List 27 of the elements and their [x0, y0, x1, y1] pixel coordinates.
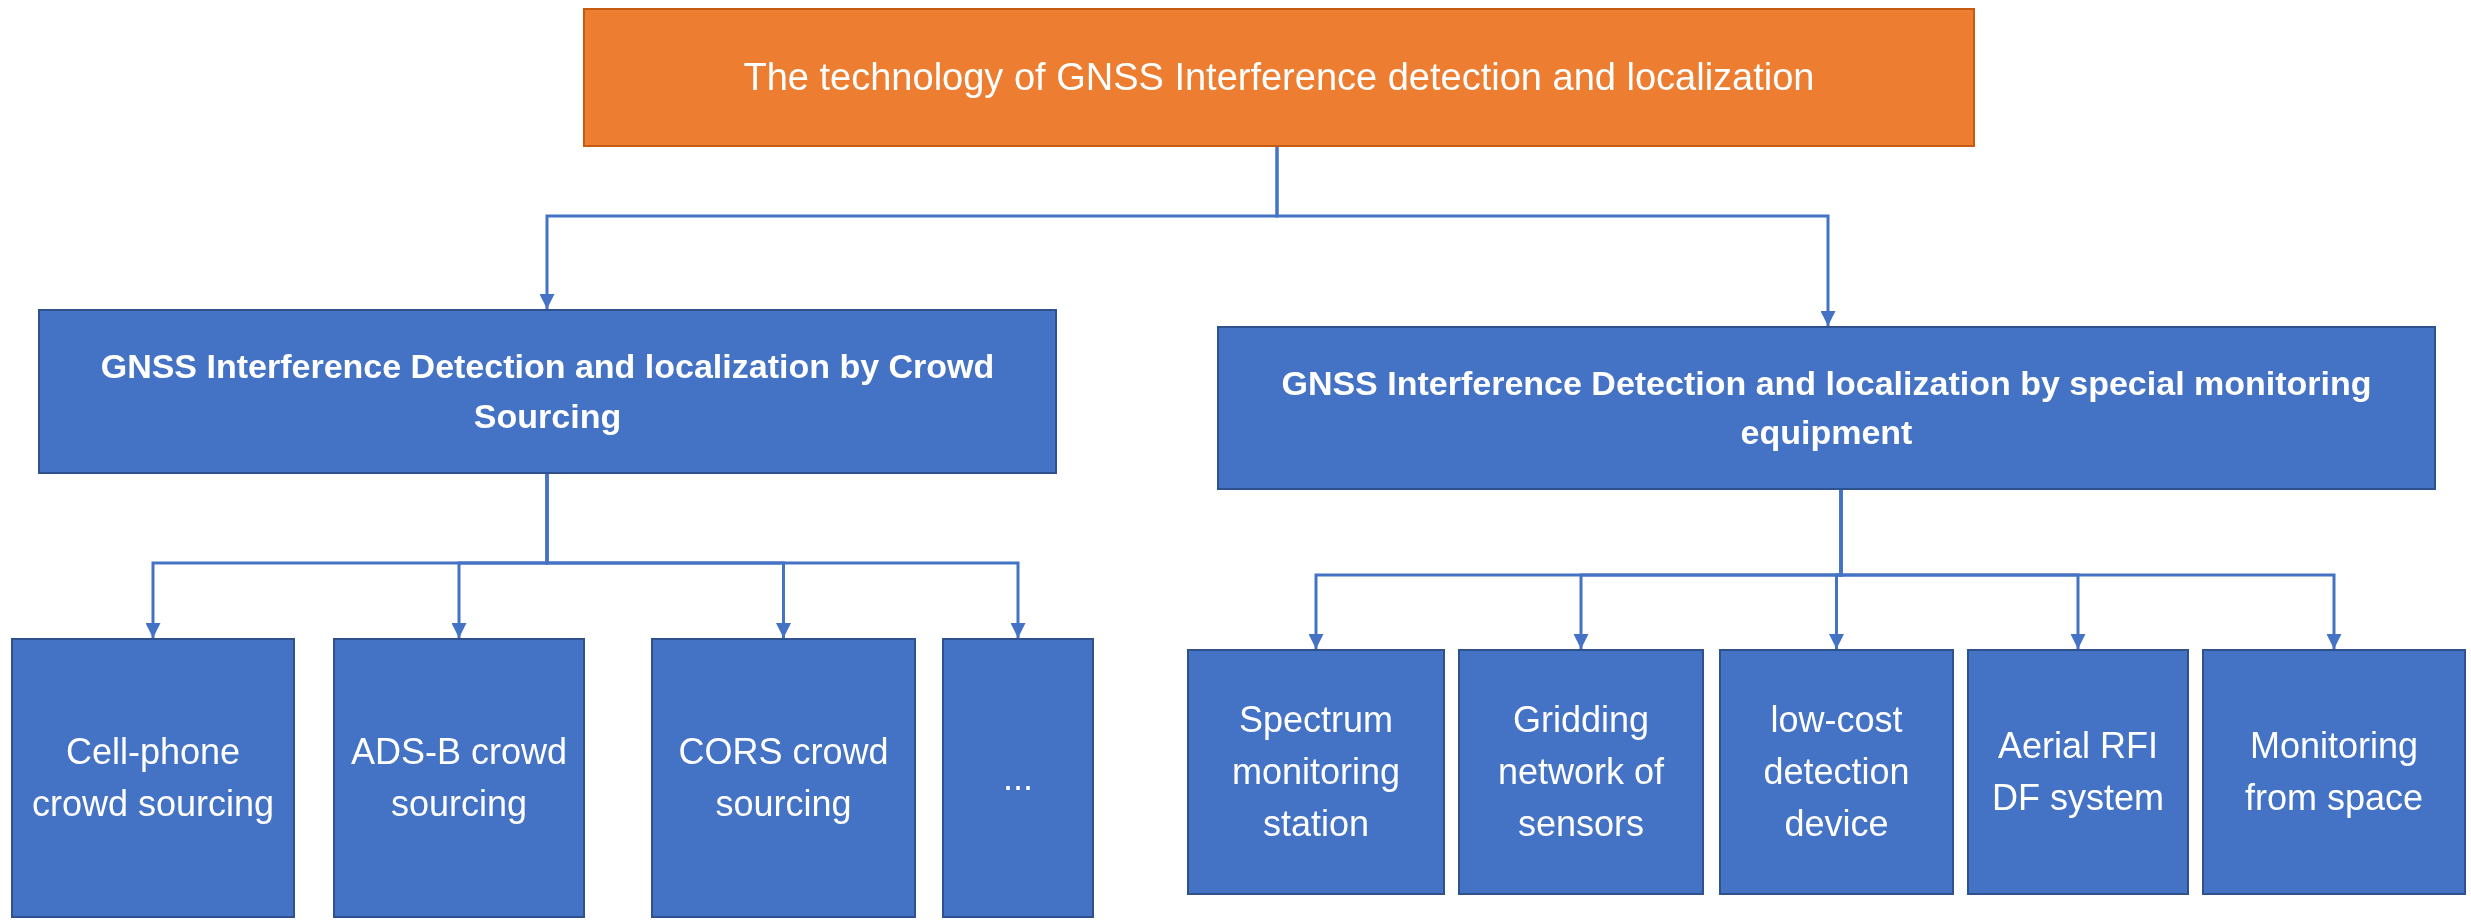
arrow-connector [1839, 490, 2342, 649]
box-label: Spectrum monitoring station [1230, 697, 1402, 847]
box-label: Cell-phone crowd sourcing [30, 729, 276, 826]
box-label: GNSS Interference Detection and localization by Crowd Sourcing [99, 346, 996, 437]
category-box [1217, 326, 2436, 490]
category-box [11, 638, 295, 918]
title-box [583, 8, 1975, 147]
box-label: CORS crowd sourcing [677, 729, 890, 826]
category-box [2202, 649, 2466, 895]
box-label: ... [1003, 755, 1033, 800]
category-box [1458, 649, 1704, 895]
box-label: low-cost detection device [1762, 697, 1911, 847]
box-label: Aerial RFI DF system [1991, 723, 2165, 820]
box-label: The technology of GNSS Interference detection and localization [743, 54, 1815, 100]
box-label: Monitoring from space [2243, 723, 2425, 820]
arrow-connector [1275, 147, 1836, 326]
arrow-connector [545, 474, 1026, 638]
category-box [1719, 649, 1954, 895]
box-label: ADS-B crowd sourcing [349, 729, 569, 826]
category-box [333, 638, 585, 918]
category-box [1967, 649, 2189, 895]
category-box [651, 638, 916, 918]
category-box [942, 638, 1094, 918]
box-label: GNSS Interference Detection and localization by special monitoring equipment [1280, 362, 2373, 453]
box-label: Gridding network of sensors [1496, 697, 1666, 847]
category-box [38, 309, 1057, 474]
category-box [1187, 649, 1445, 895]
